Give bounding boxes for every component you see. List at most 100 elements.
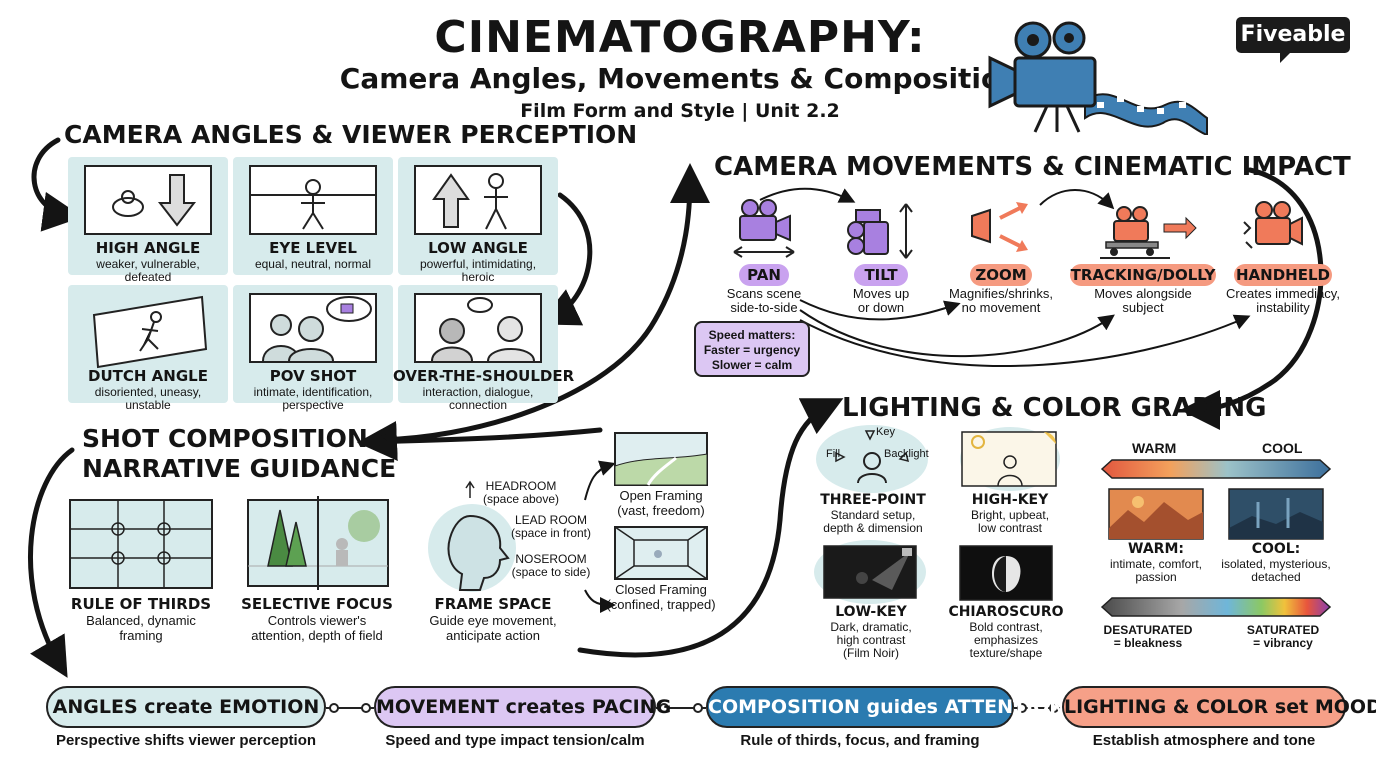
high-angle-desc: weaker, vulnerable, defeated	[96, 257, 200, 284]
pan-camera-icon	[733, 199, 795, 258]
angle-card-low	[398, 157, 558, 275]
closed-framing-icon	[614, 526, 708, 580]
ots-frame	[414, 293, 542, 363]
brand-logo: Fiveable	[1236, 17, 1350, 63]
closed-framing-label: Closed Framing (confined, trapped)	[606, 582, 716, 612]
high-key-label: HIGH-KEY	[971, 492, 1049, 508]
handheld-camera-icon	[1243, 201, 1303, 249]
composition-heading: SHOT COMPOSITION & NARRATIVE GUIDANCE	[82, 424, 399, 483]
pov-label: POV SHOT	[269, 367, 357, 385]
key-light-label: Key	[876, 426, 895, 438]
dutch-angle-frame	[84, 293, 212, 369]
cool-desc-title: COOL:	[1251, 541, 1301, 557]
pan-desc: Scans scene side-to-side	[726, 286, 802, 315]
low-angle-desc: powerful, intimidating, heroic	[419, 257, 537, 284]
three-point-label: THREE-POINT	[820, 492, 926, 508]
chiaroscuro-desc: Bold contrast, emphasizes texture/shape	[969, 620, 1043, 660]
backlight-label: Backlight	[884, 448, 929, 460]
film-camera-icon	[988, 21, 1208, 135]
open-framing-icon	[614, 432, 708, 486]
noseroom-label: NOSEROOM (space to side)	[511, 552, 591, 579]
pan-badge: PAN	[739, 264, 789, 286]
selective-focus-icon	[247, 496, 389, 590]
warm-scene-image	[1108, 488, 1204, 540]
selective-focus-desc: Controls viewer's attention, depth of fi…	[251, 613, 383, 643]
tracking-badge: TRACKING/DOLLY	[1070, 264, 1216, 286]
angle-card-pov	[233, 285, 393, 403]
saturation-gradient	[1100, 597, 1332, 617]
ots-label: OVER-THE-SHOULDER	[393, 367, 575, 385]
summary-composition-desc: Rule of thirds, focus, and framing	[740, 732, 980, 749]
headroom-label: HEADROOM (space above)	[482, 479, 560, 506]
summary-composition-pill: COMPOSITION guides ATTENTION	[706, 686, 1065, 728]
cool-label: COOL	[1262, 440, 1303, 456]
lead-room-label: LEAD ROOM (space in front)	[510, 513, 592, 540]
handheld-desc: Creates immediacy, instability	[1226, 286, 1340, 315]
warm-cool-gradient	[1100, 459, 1332, 479]
high-angle-frame	[84, 165, 212, 235]
lighting-heading: LIGHTING & COLOR GRADING	[842, 393, 1267, 423]
handheld-badge: HANDHELD	[1234, 264, 1332, 286]
cool-desc: isolated, mysterious, detached	[1221, 557, 1331, 584]
high-key-icon	[960, 427, 1060, 491]
desaturated-label: DESATURATED = bleakness	[1103, 623, 1193, 650]
low-angle-label: LOW ANGLE	[428, 239, 528, 257]
zoom-badge: ZOOM	[970, 264, 1032, 286]
dutch-angle-label: DUTCH ANGLE	[88, 367, 208, 385]
chiaroscuro-icon	[959, 545, 1053, 601]
pov-desc: intimate, identification, perspective	[253, 385, 373, 412]
summary-lighting-desc: Establish atmosphere and tone	[1092, 732, 1316, 749]
rule-of-thirds-desc: Balanced, dynamic framing	[86, 613, 196, 643]
high-angle-icon	[112, 174, 197, 227]
summary-angles-pill: ANGLES create EMOTION	[46, 686, 326, 728]
pov-frame	[249, 293, 377, 363]
eye-level-icon	[251, 179, 375, 230]
dolly-camera-icon	[1100, 206, 1197, 259]
angle-card-high	[68, 157, 228, 275]
rule-of-thirds-grid	[69, 499, 213, 589]
frame-space-label: FRAME SPACE	[434, 595, 552, 613]
tilt-desc: Moves up or down	[852, 286, 910, 315]
eye-level-frame	[249, 165, 377, 235]
dutch-angle-desc: disoriented, uneasy, unstable	[94, 385, 202, 412]
unit-label: Film Form and Style | Unit 2.2	[520, 100, 840, 122]
low-angle-frame	[414, 165, 542, 235]
cool-scene-image	[1228, 488, 1324, 540]
angles-heading: CAMERA ANGLES & VIEWER PERCEPTION	[64, 120, 638, 149]
tilt-badge: TILT	[854, 264, 908, 286]
summary-movement-pill: MOVEMENT creates PACING	[374, 686, 671, 728]
low-key-desc: Dark, dramatic, high contrast (Film Noir…	[830, 620, 912, 660]
high-angle-label: HIGH ANGLE	[95, 239, 201, 257]
summary-movement-desc: Speed and type impact tension/calm	[385, 732, 645, 749]
eye-level-label: EYE LEVEL	[269, 239, 357, 257]
zoom-desc: Magnifies/shrinks, no movement	[948, 286, 1054, 315]
warm-desc: intimate, comfort, passion	[1109, 557, 1203, 584]
summary-connectors	[326, 703, 1062, 713]
summary-lighting-pill: LIGHTING & COLOR set MOOD	[1062, 686, 1376, 728]
selective-focus-label: SELECTIVE FOCUS	[241, 595, 393, 613]
summary-angles-desc: Perspective shifts viewer perception	[55, 732, 317, 749]
tilt-camera-icon	[847, 203, 913, 259]
fill-light-label: Fill	[826, 448, 841, 460]
high-key-desc: Bright, upbeat, low contrast	[970, 508, 1050, 535]
frame-space-desc: Guide eye movement, anticipate action	[429, 613, 557, 643]
speed-note: Speed matters: Faster = urgency Slower =…	[694, 321, 810, 377]
tracking-desc: Moves alongside subject	[1094, 286, 1192, 315]
angle-card-ots	[398, 285, 558, 403]
ots-desc: interaction, dialogue, connection	[422, 385, 534, 412]
chiaroscuro-label: CHIAROSCURO	[948, 604, 1064, 620]
warm-label: WARM	[1132, 440, 1177, 456]
low-key-label: LOW-KEY	[835, 604, 907, 620]
rule-of-thirds-label: RULE OF THIRDS	[70, 595, 212, 613]
zoom-camera-icon	[971, 202, 1028, 252]
page-subtitle: Camera Angles, Movements & Composition	[339, 62, 1021, 95]
ots-icon	[431, 297, 535, 362]
angle-card-eye	[233, 157, 393, 275]
saturated-label: SATURATED = vibrancy	[1246, 623, 1320, 650]
low-key-icon	[814, 540, 926, 604]
warm-desc-title: WARM:	[1128, 541, 1184, 557]
three-point-icon	[816, 425, 928, 493]
eye-level-desc: equal, neutral, normal	[254, 257, 372, 271]
frame-space-head-icon	[428, 480, 516, 592]
